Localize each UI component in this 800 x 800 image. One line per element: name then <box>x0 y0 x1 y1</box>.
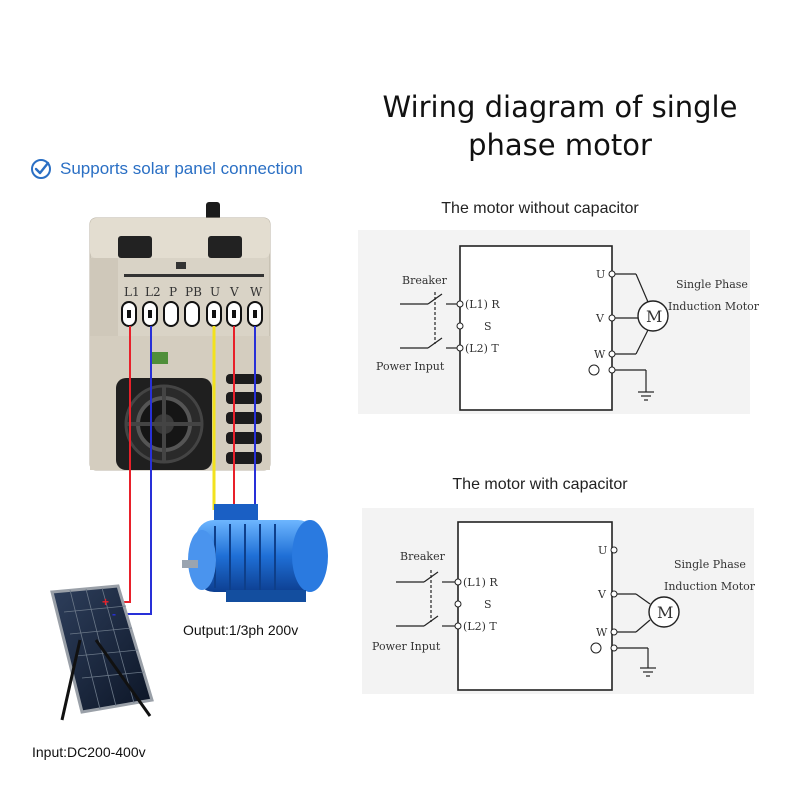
power-input-label: Power Input <box>372 640 441 653</box>
terminal-pb: PB <box>185 285 202 299</box>
terminal-p: P <box>169 285 177 299</box>
terminal-l1: L1 <box>124 285 140 299</box>
input-r: (L1) R <box>463 576 498 589</box>
solar-note: Supports solar panel connection <box>30 156 303 182</box>
motor-symbol: M <box>646 307 662 326</box>
title-line-1: Wiring diagram of single <box>382 90 738 124</box>
electric-motor <box>182 504 328 602</box>
terminal-v: V <box>229 285 239 299</box>
terminal-l2: L2 <box>145 285 161 299</box>
input-r: (L1) R <box>465 298 500 311</box>
motor-label-1: Single Phase <box>676 278 748 291</box>
output-v: V <box>597 588 607 601</box>
green-component <box>152 352 168 364</box>
terminal-u: U <box>210 285 220 299</box>
inverter-box <box>457 521 613 691</box>
output-v: V <box>595 312 605 325</box>
diagram-with-capacitor: Breaker Power Input (L1) R S (L2) T U V … <box>362 508 756 694</box>
terminal-w: W <box>250 285 263 299</box>
heading-without-capacitor: The motor without capacitor <box>441 200 639 217</box>
input-s: S <box>484 598 492 611</box>
solar-note-text: Supports solar panel connection <box>60 159 303 178</box>
input-t: (L2) T <box>465 342 499 355</box>
heading-with-capacitor: The motor with capacitor <box>452 476 628 493</box>
output-u: U <box>598 544 607 557</box>
output-u: U <box>596 268 605 281</box>
power-input-label: Power Input <box>376 360 445 373</box>
motor-symbol: M <box>657 603 673 622</box>
vent-slots <box>226 374 262 464</box>
output-w: W <box>596 626 608 639</box>
motor-symbol-circle <box>648 596 680 628</box>
motor-label-2: Induction Motor <box>668 300 760 313</box>
svg-text:+: + <box>102 595 109 609</box>
page-title: Wiring diagram of single phase motor <box>360 88 760 164</box>
svg-text:-: - <box>112 607 116 621</box>
input-s: S <box>484 320 492 333</box>
output-w: W <box>594 348 606 361</box>
title-line-2: phase motor <box>468 128 652 162</box>
motor-label-1: Single Phase <box>674 558 746 571</box>
inverter-knob <box>206 202 220 220</box>
terminal-labels: L1 L2 P PB U V W <box>124 285 263 299</box>
breaker-label: Breaker <box>400 550 446 563</box>
motor-label-2: Induction Motor <box>664 580 756 593</box>
inverter-unit: L1 L2 P PB U V W <box>89 202 271 471</box>
inverter-box <box>459 245 613 411</box>
output-caption: Output:1/3ph 200v <box>183 622 299 638</box>
inverter-body <box>89 217 271 471</box>
terminal-screws <box>121 301 263 327</box>
input-caption: Input:DC200-400v <box>32 744 146 760</box>
diagram-without-capacitor: Breaker Power Input (L1) R S (L2) T U V … <box>358 230 760 414</box>
solar-panel: + - <box>50 584 154 721</box>
input-t: (L2) T <box>463 620 497 633</box>
cooling-fan <box>116 378 212 470</box>
wires <box>104 326 256 615</box>
breaker-label: Breaker <box>402 274 448 287</box>
motor-symbol-circle <box>637 300 669 332</box>
check-circle-icon <box>31 159 51 179</box>
